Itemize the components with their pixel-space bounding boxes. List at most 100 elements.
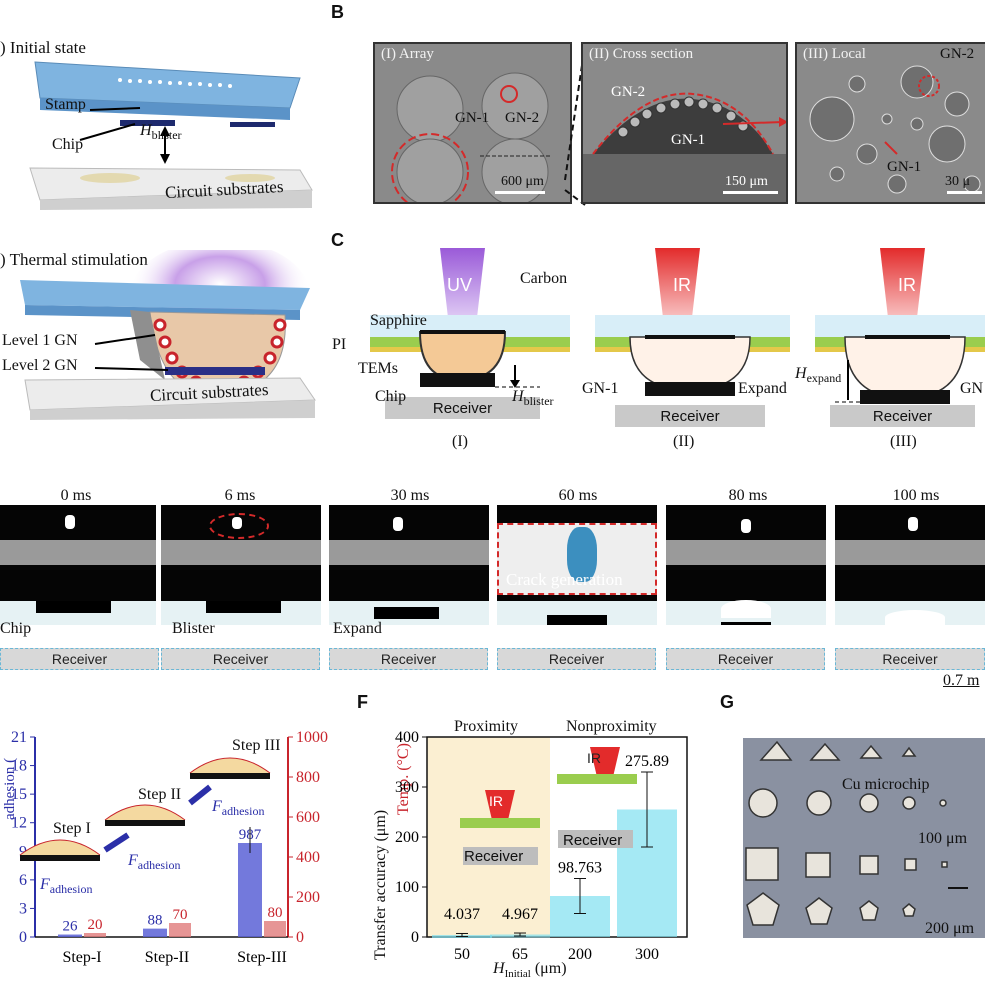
f-y-tick-label: 200 — [395, 829, 419, 846]
chip-label: Chip — [52, 136, 84, 153]
f-adhesion-3: Fadhesion — [212, 798, 265, 819]
local-gn1-label: GN-1 — [887, 159, 922, 175]
f-category-label: 300 — [635, 946, 659, 963]
e-temp-bar — [84, 933, 106, 937]
e-left-tick-label: 15 — [11, 786, 27, 803]
e-category-label: Step-III — [237, 949, 287, 966]
array-gn1-label: GN-1 — [455, 110, 490, 126]
e-left-tick-label: 21 — [11, 729, 27, 746]
carbon-label: Carbon — [520, 270, 568, 287]
e-left-tick-label: 18 — [11, 758, 27, 775]
panel-g-letter: G — [720, 692, 735, 712]
e-left-tick-label: 9 — [19, 843, 27, 860]
f-adhesion-2: Fadhesion — [128, 852, 181, 873]
f-inset-layer-1 — [460, 818, 540, 828]
thermal-stimulation-title: ) Thermal stimulation — [0, 250, 148, 269]
e-category-label: Step-I — [62, 949, 101, 966]
e-left-tick-label: 3 — [19, 900, 27, 917]
array-gn2-label: GN-2 — [505, 110, 540, 126]
f-category-label: 65 — [512, 946, 528, 963]
uv-label: UV — [447, 275, 473, 295]
expand-label: Expand — [738, 380, 787, 397]
e-adhesion-bar — [238, 843, 262, 937]
local-gn2-label: GN-2 — [940, 46, 975, 62]
e-right-tick-label: 1000 — [296, 729, 328, 746]
e-adhesion-bar — [58, 934, 82, 937]
f-value-label: 275.89 — [625, 753, 669, 770]
f-inset-receiver-1 — [463, 847, 538, 865]
cross-gn2-label: GN-2 — [611, 84, 646, 100]
f-xlabel: HInitial (μm) — [493, 960, 567, 981]
time-label-2: 30 ms — [390, 487, 430, 504]
panel-b-letter: B — [331, 2, 344, 22]
f-y-tick-label: 0 — [411, 929, 419, 946]
frame-60ms — [497, 505, 657, 625]
e-temp-value: 70 — [173, 907, 188, 923]
e-left-tick-label: 0 — [19, 929, 27, 946]
pi-label: PI — [332, 336, 347, 353]
cu-microchip-label: Cu microchip — [842, 776, 930, 793]
g-200-label: 200 μm — [925, 920, 975, 937]
h-blister-label: Hblister — [140, 122, 182, 143]
time-label-4: 80 ms — [728, 487, 768, 504]
f-proximity-region — [427, 737, 550, 937]
f-y-tick-label: 400 — [395, 729, 419, 746]
sub-label-3: (III) — [890, 433, 917, 450]
e-right-tick-label: 400 — [296, 849, 320, 866]
e-temp-bar — [264, 921, 286, 937]
e-stage-base — [20, 855, 100, 861]
sub-label-2: (II) — [673, 433, 695, 450]
frame-30ms — [329, 505, 489, 625]
step1-label: Step I — [53, 820, 91, 837]
level1-label: Level 1 GN — [2, 332, 78, 349]
f-value-label: 4.967 — [502, 906, 538, 923]
sub-label-1: (I) — [452, 433, 468, 450]
e-temp-value: 80 — [268, 905, 283, 921]
e-right-tick-label: 600 — [296, 809, 320, 826]
frame-100ms — [835, 505, 985, 625]
receiver-frame-2: Receiver — [329, 648, 488, 670]
f-ir-1: IR — [489, 793, 503, 809]
f-ir-2: IR — [587, 750, 601, 766]
cross-section-caption: (II) Cross section — [589, 46, 694, 62]
receiver-c1: Receiver — [432, 400, 493, 417]
microchip-image — [743, 738, 985, 938]
initial-state-diagram — [29, 61, 313, 210]
level2-label: Level 2 GN — [2, 357, 78, 374]
frame-6ms — [161, 505, 321, 625]
array-caption: (I) Array — [381, 46, 434, 62]
e-right-tick-label: 800 — [296, 769, 320, 786]
receiver-c3: Receiver — [872, 408, 933, 425]
time-label-1: 6 ms — [224, 487, 256, 504]
d-crack-label: Crack generation — [506, 570, 623, 589]
gn1-label-c: GN-1 — [582, 380, 619, 397]
initial-state-title: ) Initial state — [0, 38, 86, 57]
local-scale: 30 μ — [945, 174, 971, 189]
e-adhesion-value: 88 — [148, 913, 163, 929]
receiver-frame-3: Receiver — [497, 648, 656, 670]
cross-scale: 150 μm — [725, 174, 768, 189]
local-caption: (III) Local — [803, 46, 866, 62]
f-category-label: 50 — [454, 946, 470, 963]
receiver-frame-1: Receiver — [161, 648, 320, 670]
ir-label-2: IR — [898, 275, 916, 295]
stamp-label: Stamp — [45, 96, 86, 113]
d-chip-label: Chip — [0, 620, 32, 637]
f-value-label: 4.037 — [444, 906, 480, 923]
h-expand-label: Hexpand — [795, 365, 842, 386]
f-y-tick-label: 300 — [395, 779, 419, 796]
thermal-stimulation-diagram — [20, 250, 316, 420]
f-receiver-1: Receiver — [464, 848, 524, 865]
f-receiver-2: Receiver — [563, 832, 623, 849]
f-ylabel: Transfer accuracy (μm) — [372, 809, 389, 960]
proximity-label: Proximity — [454, 718, 519, 735]
e-right-tick-label: 0 — [296, 929, 304, 946]
panel-c-diagram — [370, 248, 985, 427]
e-right-tick-label: 200 — [296, 889, 320, 906]
f-y-tick-label: 100 — [395, 879, 419, 896]
array-scale: 600 μm — [501, 174, 544, 189]
gn-cut-label: GN — [960, 380, 984, 397]
d-scale-bar: 0.7 m — [943, 672, 980, 689]
e-stage-dome — [104, 804, 186, 821]
